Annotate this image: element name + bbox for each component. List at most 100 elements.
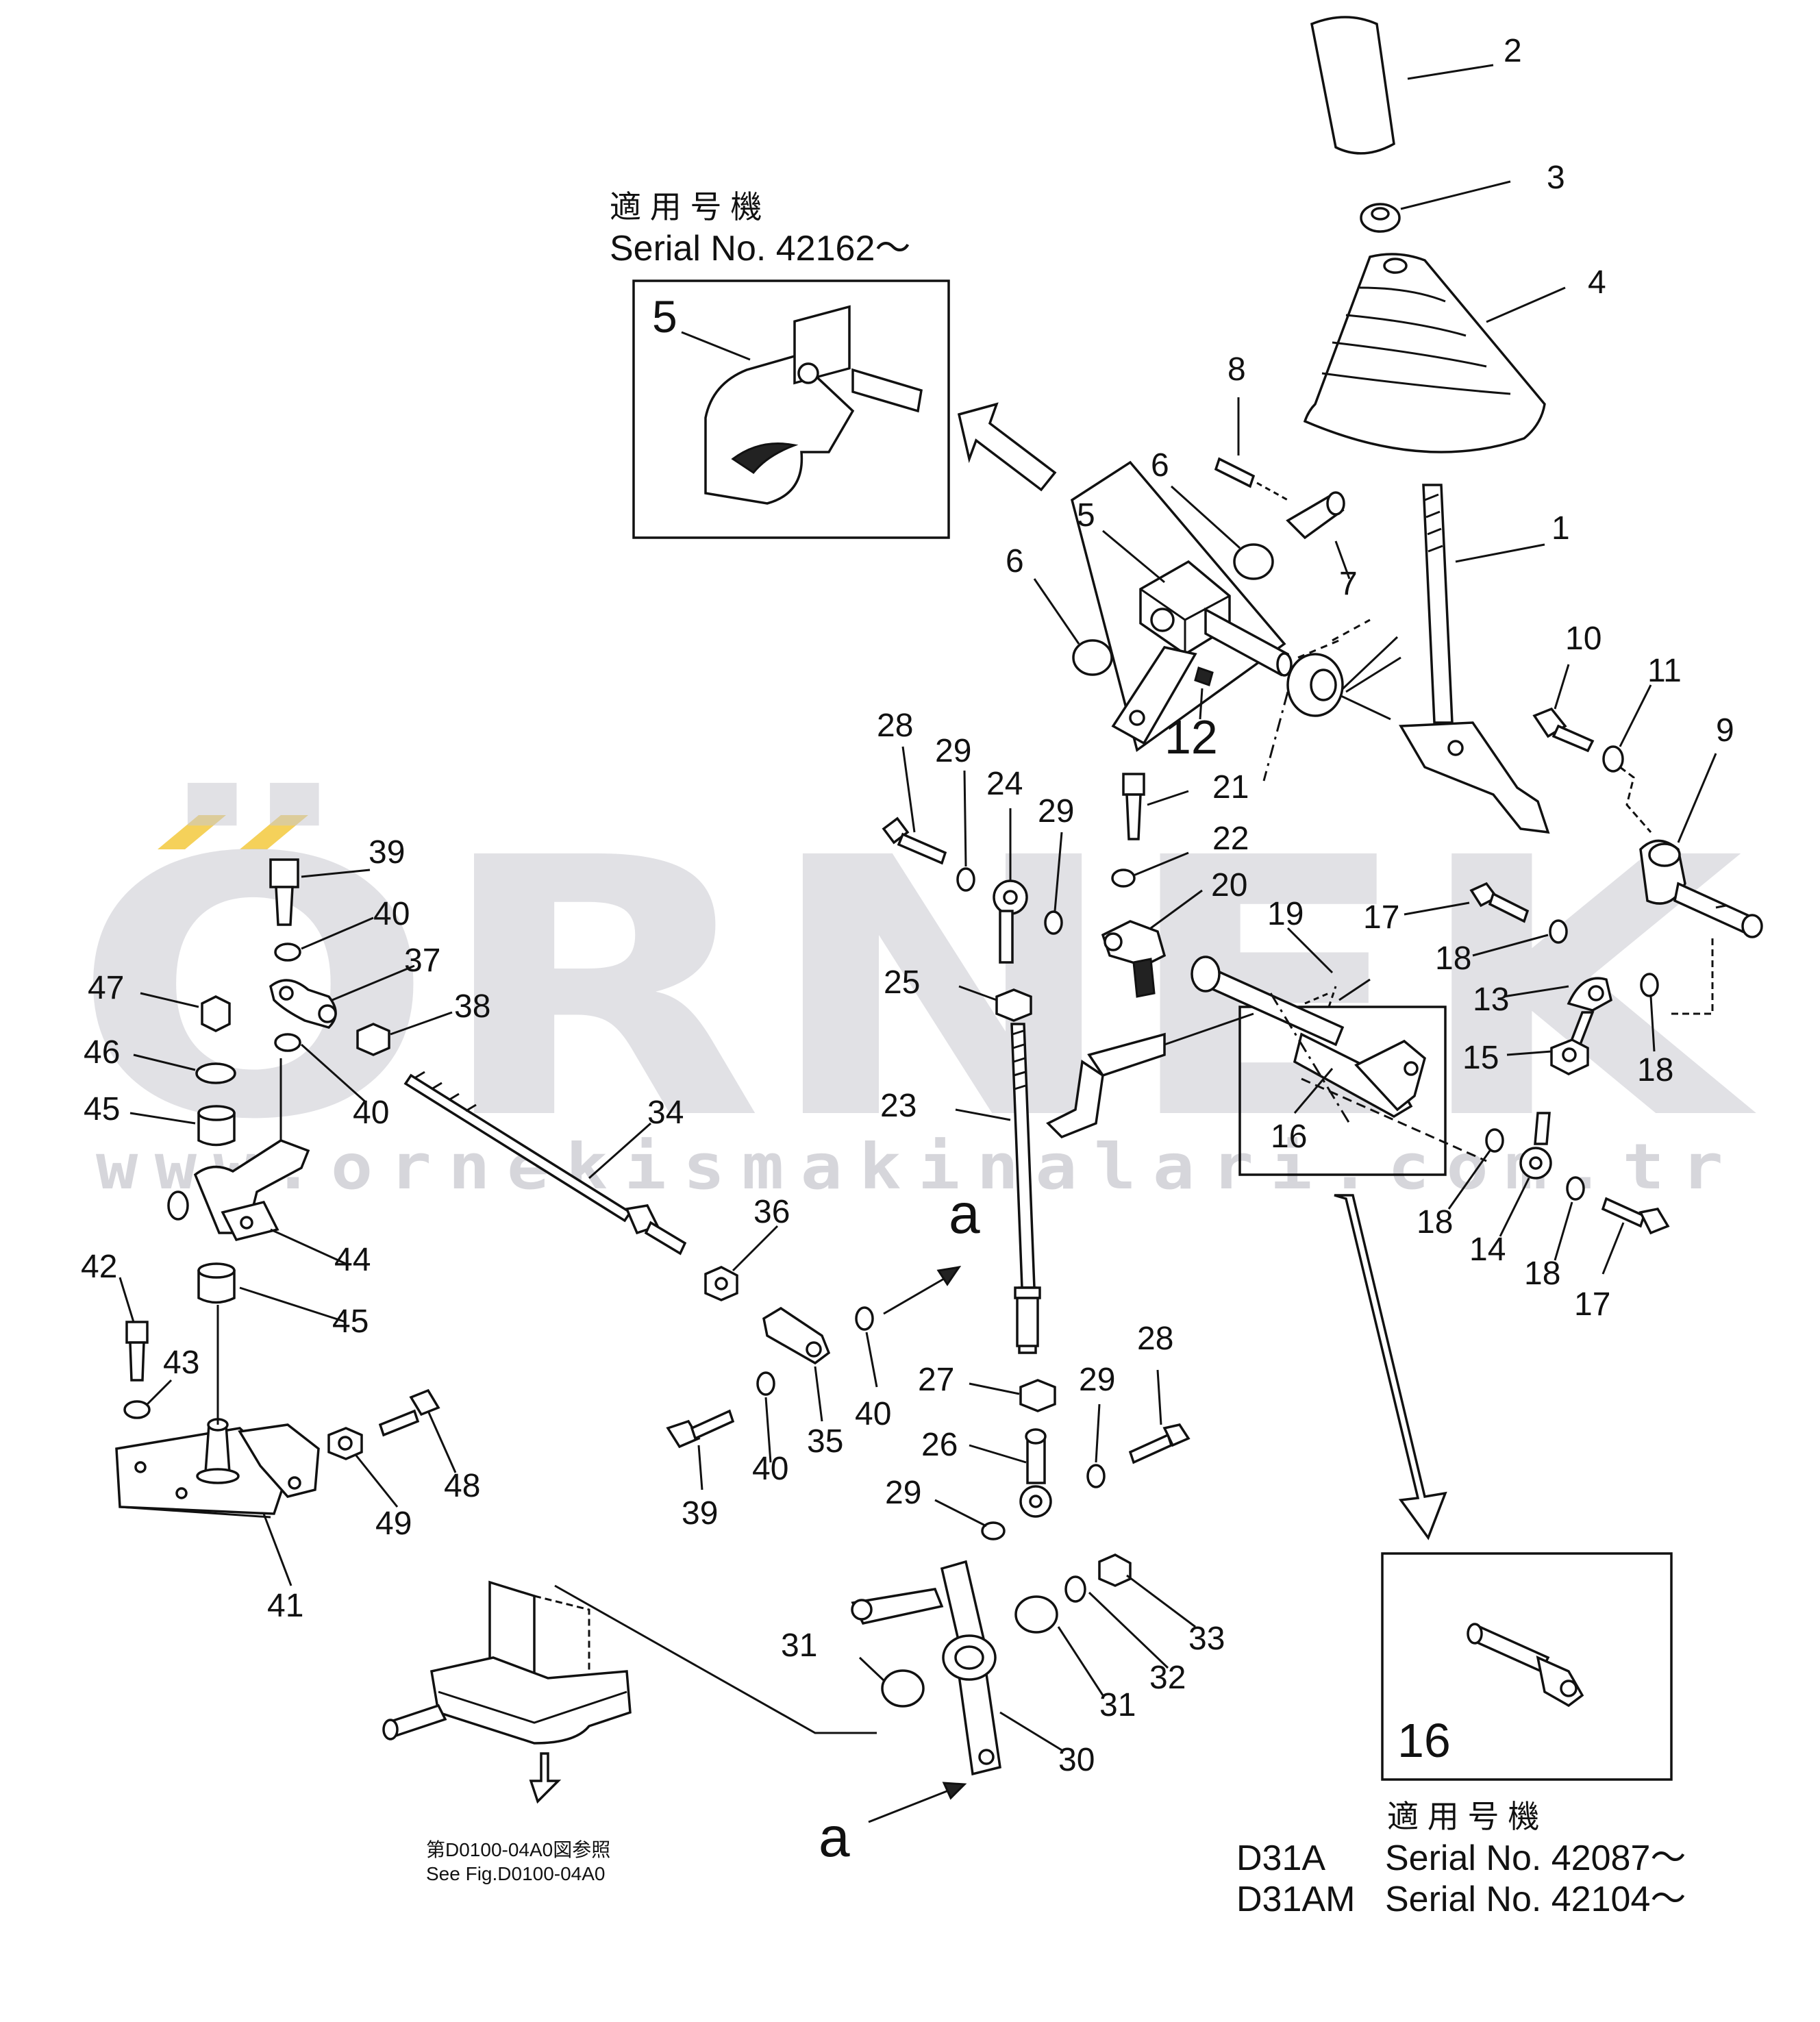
callout-3: 3: [1547, 160, 1565, 196]
inset-top-part-5-drawing: [704, 305, 923, 505]
part-2-knob: [1310, 16, 1395, 155]
callout-28-lower: 28: [1137, 1321, 1173, 1357]
callout-39-top: 39: [369, 834, 405, 871]
part-40-washer-top: [274, 943, 301, 962]
part-32-washer: [1064, 1575, 1086, 1603]
callout-17-lower: 17: [1574, 1286, 1610, 1323]
callout-36: 36: [753, 1194, 790, 1230]
callout-28-top: 28: [877, 708, 913, 744]
callout-43: 43: [163, 1345, 199, 1381]
inset-top-leader: [681, 331, 751, 361]
inset-bottom-serial-2: Serial No. 42104～: [1385, 1880, 1686, 1919]
part-29-washer-c: [1086, 1464, 1106, 1488]
callout-10: 10: [1565, 621, 1601, 657]
callout-18-b: 18: [1637, 1052, 1673, 1088]
part-4-boot: [1303, 253, 1546, 453]
part-11-washer: [1602, 745, 1624, 773]
callout-7: 7: [1339, 566, 1358, 602]
part-46-washer: [195, 1062, 236, 1084]
callout-8: 8: [1227, 351, 1246, 388]
part-12-screw: [1194, 666, 1214, 686]
part-18-washer-d: [1566, 1176, 1585, 1201]
callout-31-left: 31: [781, 1627, 817, 1664]
callout-32: 32: [1149, 1660, 1186, 1696]
callout-42: 42: [81, 1249, 117, 1285]
callout-45-lower: 45: [332, 1303, 369, 1340]
part-39-bolt-top: [269, 858, 299, 888]
inset-top-part-label: 5: [652, 291, 677, 342]
part-18-washer-b: [1640, 973, 1659, 997]
callout-5: 5: [1077, 497, 1095, 534]
see-ref-jp: 第D0100-04A0図参照: [426, 1839, 610, 1860]
part-40-washer-d: [756, 1371, 775, 1396]
callout-35: 35: [807, 1423, 843, 1460]
callout-40-c: 40: [855, 1396, 891, 1432]
part-18-washer-c: [1485, 1128, 1504, 1153]
part-29-washer-b: [1044, 910, 1063, 935]
leader-lines: [119, 64, 1717, 1751]
part-42-bolt: [125, 1321, 149, 1344]
callout-14: 14: [1469, 1232, 1506, 1268]
callout-19: 19: [1267, 896, 1304, 932]
callout-27: 27: [918, 1362, 954, 1398]
callout-1: 1: [1551, 510, 1570, 547]
part-25-nut: [995, 988, 1032, 1022]
part-28-bolt-lower: [1128, 1433, 1173, 1464]
bracket-group-5: [1070, 457, 1345, 752]
part-40-washer-c: [855, 1306, 874, 1331]
part-31-bushing-left: [881, 1669, 925, 1708]
callout-21: 21: [1212, 769, 1249, 806]
part-38-nut: [356, 1023, 390, 1056]
rod-23-linkage: [882, 773, 1191, 1540]
callout-25: 25: [884, 964, 920, 1001]
callout-33: 33: [1188, 1621, 1225, 1657]
view-markers: a a: [819, 1183, 980, 1869]
callout-46: 46: [84, 1034, 120, 1071]
view-marker-bottom: a: [819, 1806, 850, 1869]
inset-top-header: 適 用 号 機: [610, 189, 762, 225]
callout-2: 2: [1504, 33, 1522, 69]
callout-49: 49: [375, 1506, 412, 1542]
callout-34: 34: [647, 1095, 684, 1131]
callout-15: 15: [1462, 1040, 1499, 1076]
callout-40-d: 40: [752, 1451, 788, 1487]
part-29-washer-d: [981, 1521, 1006, 1540]
part-47-nut: [201, 995, 231, 1032]
callout-38: 38: [454, 988, 490, 1025]
callouts: 2 3 4 8 6 6 5 7 1 12 10 11 9 28 29 24 29…: [81, 33, 1734, 1778]
part-14-rod-end: [1534, 1112, 1551, 1145]
callout-24: 24: [986, 766, 1023, 802]
callout-29-c: 29: [1079, 1362, 1115, 1398]
callout-29-a: 29: [935, 733, 971, 769]
part-48-bolt: [378, 1409, 420, 1437]
inset-bottom-model-1: D31A: [1236, 1838, 1325, 1878]
inset-bottom-header: 適 用 号 機: [1387, 1799, 1539, 1834]
callout-39-lower: 39: [682, 1495, 718, 1532]
callout-20: 20: [1211, 867, 1247, 903]
part-6-bushing-upper: [1233, 543, 1274, 580]
part-8-spring-pin: [1214, 457, 1256, 488]
control-bracket-ref: 第D0100-04A0図参照 See Fig.D0100-04A0: [382, 1580, 877, 1884]
watermark-accent-left: [158, 815, 226, 849]
callout-6-left: 6: [1006, 543, 1024, 579]
part-17-bolt-lower: [1601, 1197, 1646, 1228]
inset-bottom-model-2: D31AM: [1236, 1880, 1355, 1919]
callout-41: 41: [267, 1588, 303, 1624]
callout-45-top: 45: [84, 1091, 120, 1127]
watermark-url: www.ornekismakinalari.com.tr: [96, 1130, 1740, 1203]
lower-lever-30: [851, 1553, 1132, 1776]
part-29-washer-a: [956, 867, 975, 892]
callout-22: 22: [1212, 821, 1249, 857]
part-31-bushing-right: [1014, 1595, 1058, 1634]
callout-29-d: 29: [885, 1475, 921, 1511]
callout-40-top: 40: [373, 896, 410, 932]
callout-16: 16: [1271, 1119, 1307, 1155]
callout-26: 26: [921, 1427, 958, 1463]
rod-34-link-35: [403, 1071, 874, 1449]
part-1-lever-rod: [1422, 484, 1454, 724]
inset-bottom-part-16-drawing: [1467, 1623, 1584, 1708]
callout-48: 48: [444, 1468, 480, 1504]
inset-bottom: 16 適 用 号 機 D31A Serial No. 42087～ D31AM …: [1236, 1552, 1686, 1919]
part-6-bushing-left: [1072, 639, 1113, 676]
